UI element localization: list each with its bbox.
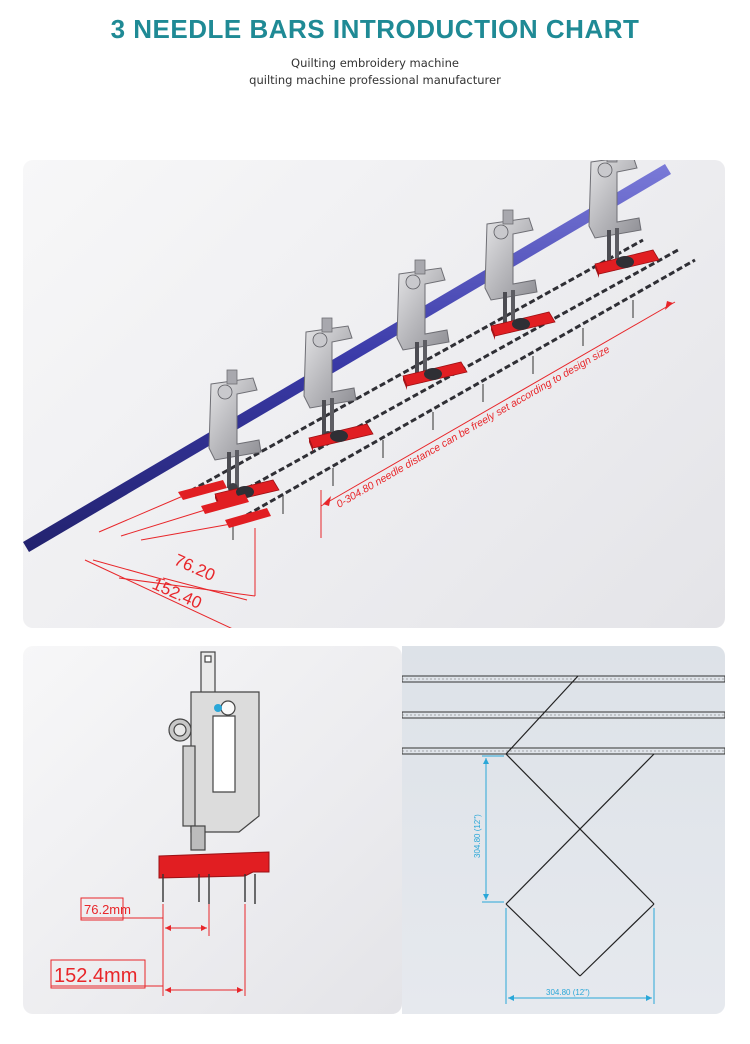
page-header: 3 NEEDLE BARS INTRODUCTION CHART Quiltin… <box>0 0 750 89</box>
plan-dim-vertical: 304.80 (12") <box>473 814 482 858</box>
plan-rails <box>402 675 725 755</box>
plan-view-drawing: 304.80 (12") 304.80 (12") <box>402 675 725 1004</box>
dimension-label-76-20: 76.20 <box>171 550 218 585</box>
dimension-lines <box>84 301 676 628</box>
side-dim-152-4mm: 152.4mm <box>54 965 137 987</box>
plan-dim-horizontal: 304.80 (12") <box>546 988 590 997</box>
side-dim-76-2mm: 76.2mm <box>84 902 131 917</box>
stitch-pattern-lines <box>505 675 655 977</box>
needle-bar-rails <box>182 238 696 526</box>
subtitle-line-2: quilting machine professional manufactur… <box>249 73 501 87</box>
plan-view-panel: 304.80 (12") 304.80 (12") <box>402 646 725 1014</box>
side-view-drawing: 76.2mm 152.4mm <box>50 651 270 996</box>
page-title: 3 NEEDLE BARS INTRODUCTION CHART <box>110 14 640 44</box>
presser-foot-block <box>158 851 270 879</box>
subtitle-line-1: Quilting embroidery machine <box>291 56 459 70</box>
side-dimension-lines <box>51 904 246 996</box>
dimension-label-152-40: 152.40 <box>149 574 204 613</box>
needle-distance-annotation: 0-304.80 needle distance can be freely s… <box>335 343 613 510</box>
side-view-panel: 76.2mm 152.4mm <box>23 646 402 1014</box>
bearing-icon <box>214 704 222 712</box>
plan-dimension-lines <box>482 755 655 1004</box>
needles <box>162 874 256 904</box>
isometric-assembly-drawing: 0-304.80 needle distance can be freely s… <box>23 160 696 628</box>
needle-bar-frame <box>168 651 260 851</box>
presser-feet <box>178 249 660 528</box>
isometric-assembly-panel: 0-304.80 needle distance can be freely s… <box>23 160 725 628</box>
